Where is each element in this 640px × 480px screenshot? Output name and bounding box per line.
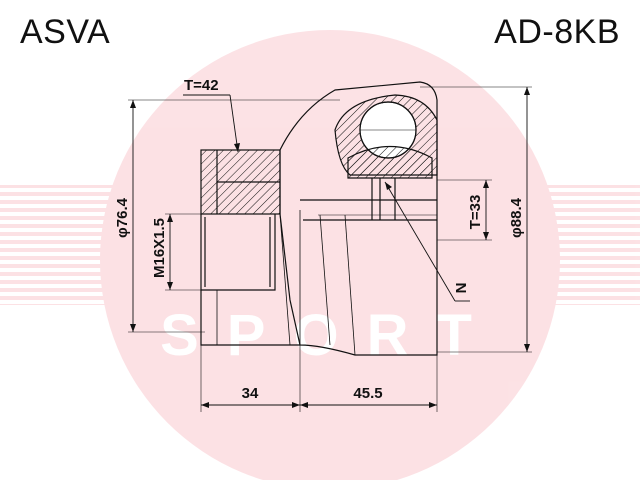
watermark-logo: ASVA SPORT [0,30,640,480]
part-number: AD-8KB [494,13,620,51]
spline-count-label: T=33 [467,195,484,230]
bell-housing [279,81,438,356]
outer-diameter-label: φ88.4 [508,197,525,238]
body-length-label: 45.5 [353,385,382,402]
flange-diameter-label: φ76.4 [114,197,131,238]
part-outline [200,81,438,356]
thread-spec-label: M16X1.5 [151,218,168,278]
abs-mark-label: N [453,283,470,294]
dimension-lines [128,86,532,412]
watermark-stripes [0,185,640,305]
thread-length-label: T=42 [184,77,219,94]
watermark-text-bottom: SPORT [160,303,500,368]
inner-race [347,145,433,179]
shaft-length-label: 34 [242,385,259,402]
brand-name: ASVA [20,13,111,51]
arrowheads [130,87,530,408]
